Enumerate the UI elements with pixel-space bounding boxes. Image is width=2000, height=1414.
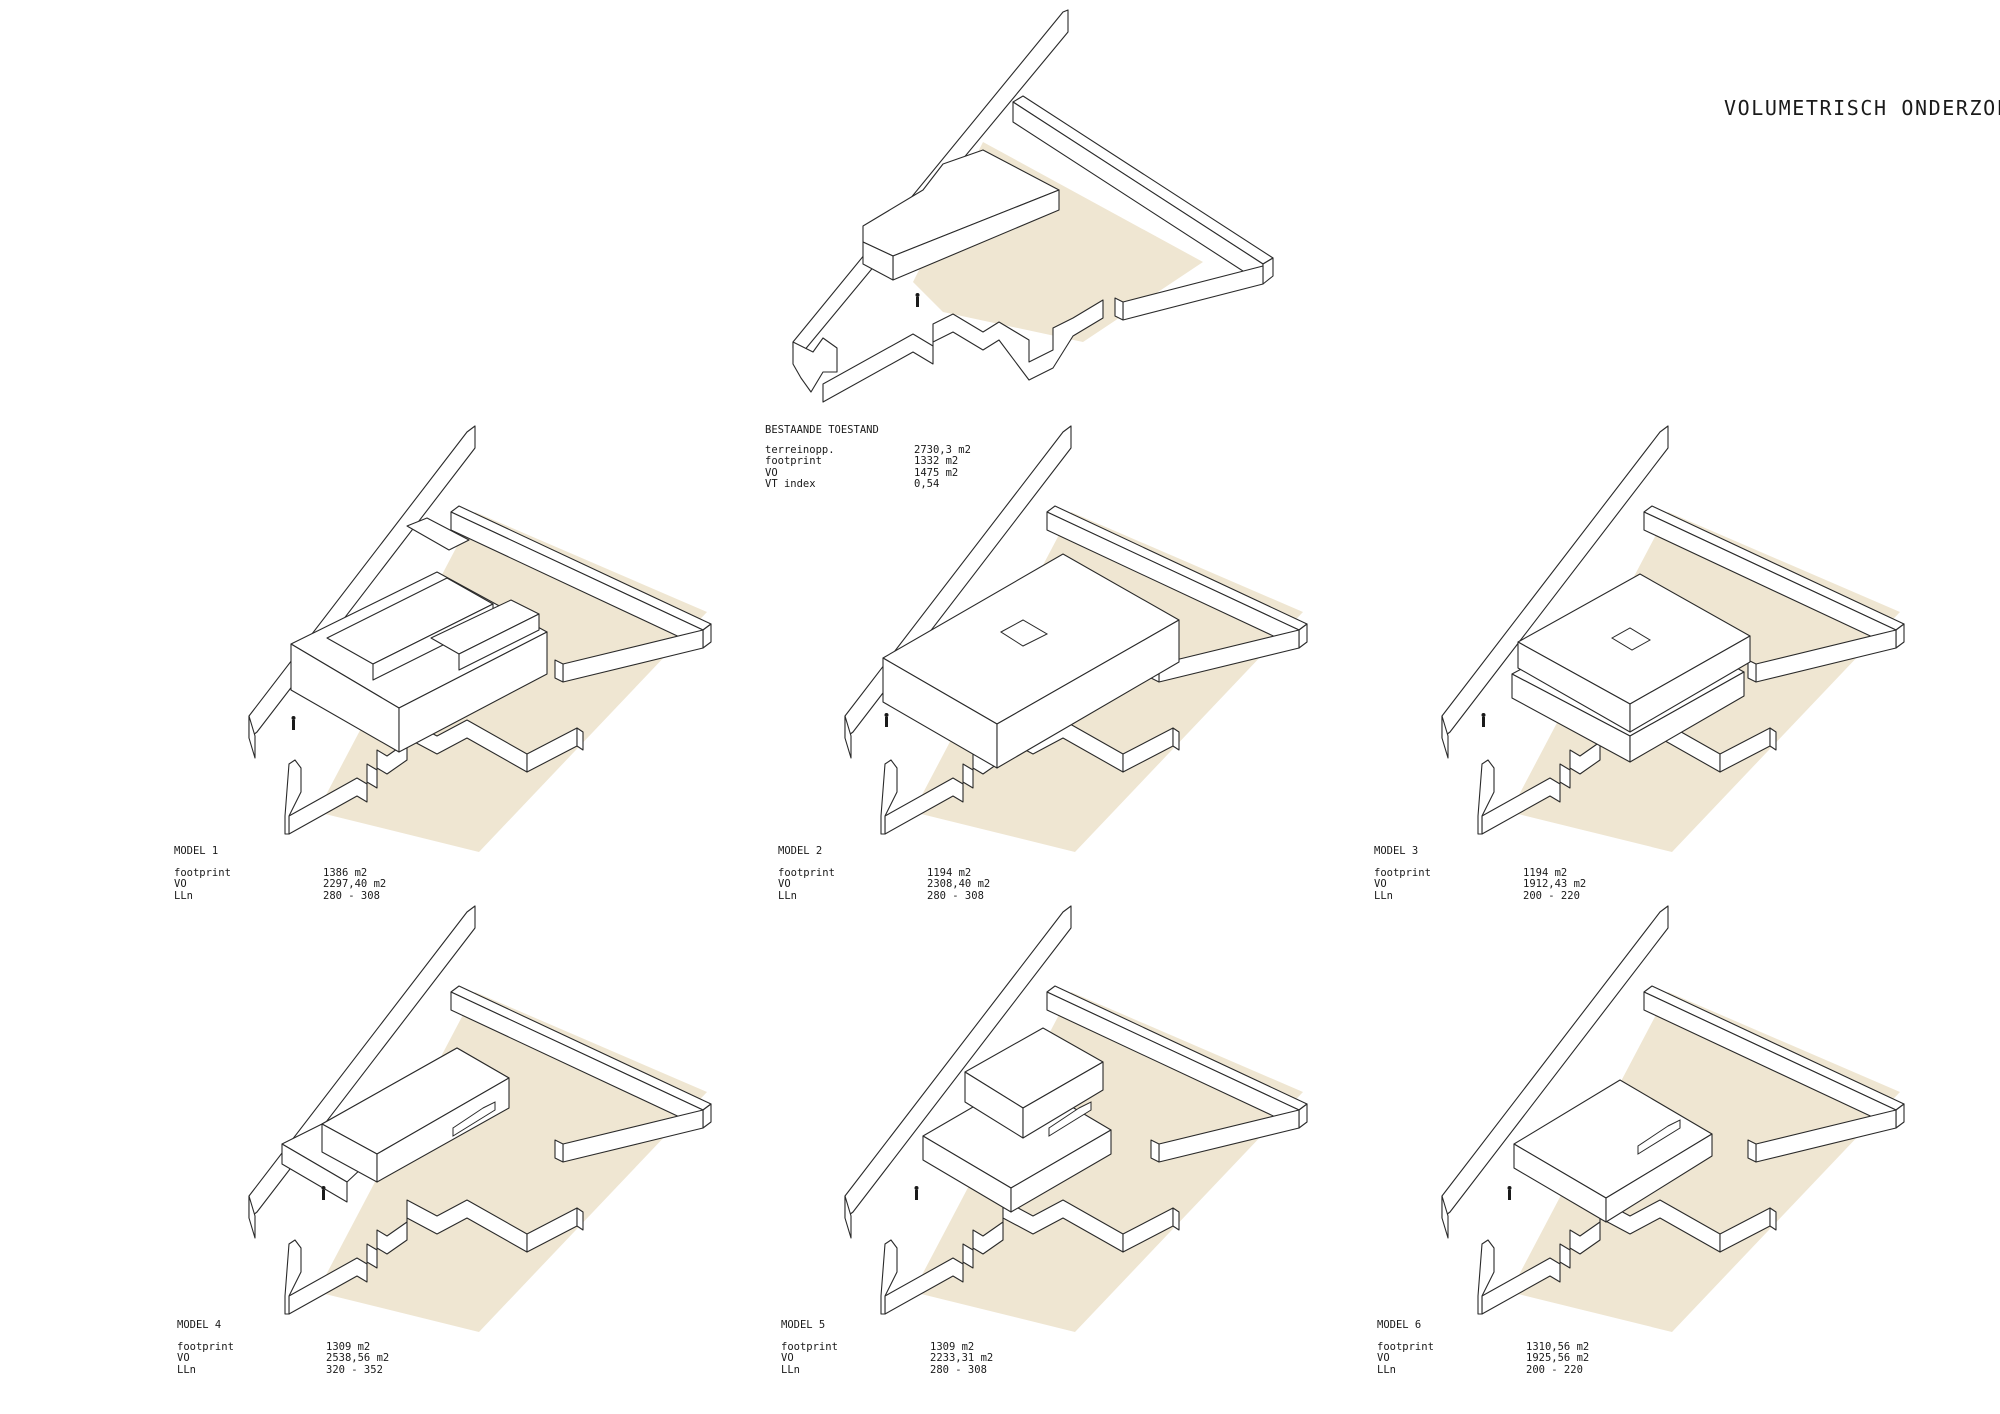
model-title: MODEL 3 bbox=[1374, 845, 1419, 857]
model-3-diagram bbox=[1441, 425, 1905, 853]
row-value: 280 - 308 bbox=[930, 1363, 987, 1376]
model-3-info: MODEL 3 footprint 1194 m2 VO 1912,43 m2 LL… bbox=[1374, 845, 1587, 903]
info-row: footprint 1386 m2 bbox=[174, 866, 386, 880]
model-6-diagram bbox=[1441, 905, 1905, 1333]
model-5-info: MODEL 5 footprint 1309 m2 VO 2233,31 m2 LL… bbox=[781, 1319, 994, 1377]
page-title: VOLUMETRISCH ONDERZOEK bbox=[1724, 96, 2000, 120]
info-row: footprint 1194 m2 bbox=[778, 866, 990, 880]
model-1-diagram bbox=[248, 425, 712, 853]
row-label: footprint bbox=[1377, 1340, 1434, 1353]
row-label: VO bbox=[765, 466, 778, 479]
info-row: LLn 280 - 308 bbox=[781, 1363, 993, 1377]
row-value: 2730,3 m2 bbox=[914, 443, 971, 456]
row-label: LLn bbox=[778, 889, 797, 902]
info-row: VO 1475 m2 bbox=[765, 466, 971, 480]
model-2-diagram bbox=[844, 425, 1308, 853]
row-label: LLn bbox=[174, 889, 193, 902]
row-value: 1309 m2 bbox=[326, 1340, 371, 1353]
row-label: VO bbox=[781, 1352, 794, 1364]
row-value: 1194 m2 bbox=[1523, 866, 1568, 879]
row-label: LLn bbox=[177, 1363, 196, 1376]
model-6-info: MODEL 6 footprint 1310,56 m2 VO 1925,56 m2… bbox=[1377, 1319, 1590, 1377]
row-label: footprint bbox=[1374, 866, 1431, 879]
row-label: footprint bbox=[177, 1340, 234, 1353]
row-value: 1332 m2 bbox=[914, 455, 959, 467]
row-value: 320 - 352 bbox=[326, 1363, 383, 1376]
info-row: VO 2308,40 m2 bbox=[778, 878, 991, 891]
info-row: terreinopp. 2730,3 m2 bbox=[765, 443, 971, 457]
row-value: 280 - 308 bbox=[927, 889, 984, 902]
info-row: footprint 1309 m2 bbox=[781, 1340, 993, 1354]
info-row: LLn 280 - 308 bbox=[778, 889, 990, 903]
info-row: LLn 200 - 220 bbox=[1377, 1363, 1589, 1377]
model-4-info: MODEL 4 footprint 1309 m2 VO 2538,56 m2 LL… bbox=[177, 1319, 390, 1377]
row-label: VO bbox=[174, 878, 187, 890]
row-value: 280 - 308 bbox=[323, 889, 380, 902]
info-row: footprint 1332 m2 bbox=[765, 455, 971, 468]
model-title: MODEL 4 bbox=[177, 1319, 222, 1331]
row-label: VO bbox=[1374, 878, 1387, 890]
row-value: 1309 m2 bbox=[930, 1340, 975, 1353]
row-label: footprint bbox=[174, 866, 231, 879]
info-row: VO 2538,56 m2 bbox=[177, 1352, 390, 1365]
existing-info: BESTAANDE TOESTAND terreinopp.2730,3 m2 … bbox=[765, 424, 971, 491]
row-value: 1194 m2 bbox=[927, 866, 972, 879]
info-row: footprint 1310,56 m2 bbox=[1377, 1340, 1590, 1354]
row-label: LLn bbox=[781, 1363, 800, 1376]
model-2-info: MODEL 2 footprint 1194 m2 VO 2308,40 m2 LL… bbox=[778, 845, 991, 903]
row-value: 200 - 220 bbox=[1526, 1363, 1583, 1376]
model-title: MODEL 5 bbox=[781, 1319, 826, 1331]
existing-title: BESTAANDE TOESTAND bbox=[765, 424, 879, 436]
model-4-diagram bbox=[248, 905, 712, 1333]
info-row: footprint 1309 m2 bbox=[177, 1340, 389, 1354]
row-label: VT index bbox=[765, 478, 816, 490]
row-value: 1475 m2 bbox=[914, 466, 959, 479]
row-value: 2297,40 m2 bbox=[323, 878, 387, 890]
model-title: MODEL 6 bbox=[1377, 1319, 1422, 1331]
row-value: 1386 m2 bbox=[323, 866, 368, 879]
existing-diagram bbox=[792, 9, 1274, 403]
row-label: footprint bbox=[778, 866, 835, 879]
row-value: 1925,56 m2 bbox=[1526, 1352, 1590, 1364]
model-1-info: MODEL 1 footprint 1386 m2 VO 2297,40 m2 LL… bbox=[174, 845, 387, 903]
row-value: 2308,40 m2 bbox=[927, 878, 991, 890]
info-row: VO 2233,31 m2 bbox=[781, 1352, 994, 1365]
row-value: 2538,56 m2 bbox=[326, 1352, 390, 1364]
row-label: VO bbox=[778, 878, 791, 890]
row-label: LLn bbox=[1374, 889, 1393, 902]
info-row: VO 1912,43 m2 bbox=[1374, 878, 1587, 891]
info-row: VO 2297,40 m2 bbox=[174, 878, 387, 891]
row-value: 200 - 220 bbox=[1523, 889, 1580, 902]
row-label: VO bbox=[1377, 1352, 1390, 1364]
row-value: 1310,56 m2 bbox=[1526, 1340, 1590, 1353]
row-value: 1912,43 m2 bbox=[1523, 878, 1587, 890]
row-label: VO bbox=[177, 1352, 190, 1364]
row-value: 0,54 bbox=[914, 478, 940, 490]
model-5-diagram bbox=[844, 905, 1308, 1333]
info-row: LLn 320 - 352 bbox=[177, 1363, 389, 1377]
row-value: 2233,31 m2 bbox=[930, 1352, 994, 1364]
row-label: terreinopp. bbox=[765, 443, 835, 456]
model-title: MODEL 1 bbox=[174, 845, 219, 857]
row-label: footprint bbox=[781, 1340, 838, 1353]
model-title: MODEL 2 bbox=[778, 845, 823, 857]
row-label: footprint bbox=[765, 455, 822, 467]
row-label: LLn bbox=[1377, 1363, 1396, 1376]
info-row: LLn 280 - 308 bbox=[174, 889, 386, 903]
info-row: LLn 200 - 220 bbox=[1374, 889, 1586, 903]
info-row: VO 1925,56 m2 bbox=[1377, 1352, 1590, 1365]
info-row: VT index 0,54 bbox=[765, 478, 971, 491]
info-row: footprint 1194 m2 bbox=[1374, 866, 1586, 880]
